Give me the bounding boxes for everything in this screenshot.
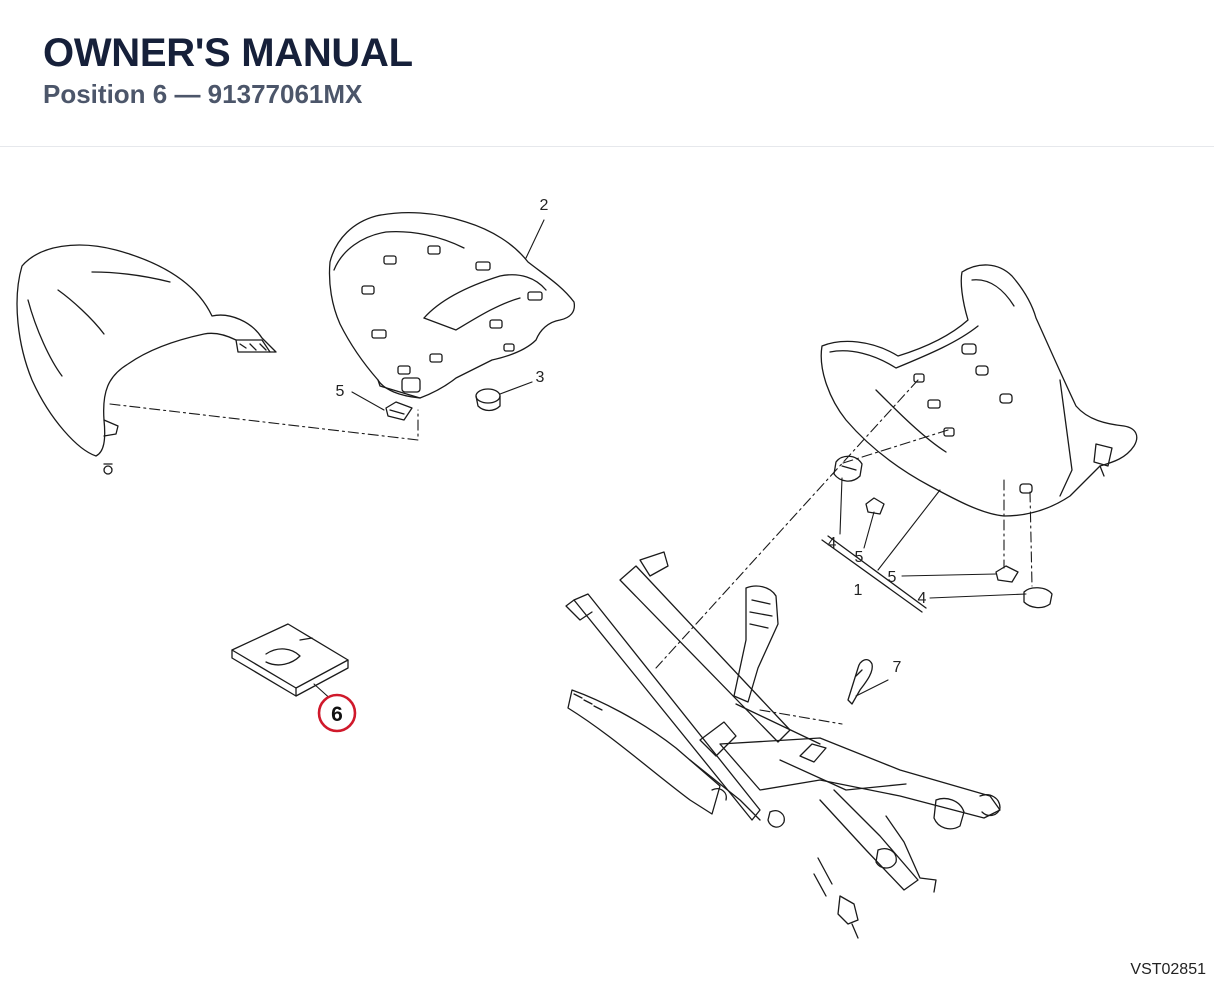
rider-seat-part — [328, 211, 576, 399]
seat-strap-part — [821, 535, 927, 613]
callout-5b: 5 — [855, 549, 864, 566]
highlighted-callout-6: 6 — [317, 693, 357, 733]
seat-cowl-part — [16, 244, 277, 475]
callout-7: 7 — [893, 659, 902, 676]
owners-manual-booklet — [231, 623, 349, 697]
callout-4a: 4 — [828, 535, 837, 552]
page-header: OWNER'S MANUAL Position 6 — 91377061MX — [0, 0, 1214, 147]
callout-2: 2 — [540, 197, 549, 214]
pillion-fasteners — [833, 455, 1053, 609]
highlight-ring — [317, 693, 357, 733]
rear-subframe-part — [565, 551, 1001, 939]
callout-1: 1 — [854, 582, 863, 599]
drawing-code: VST02851 — [1130, 961, 1206, 978]
page-subtitle: Position 6 — 91377061MX — [43, 79, 363, 109]
callout-6: 6 — [331, 703, 343, 726]
assembly-lines-left — [109, 403, 419, 441]
callout-labels: 1 2 3 4 4 5 5 5 7 — [336, 197, 927, 676]
callout-3: 3 — [536, 369, 545, 386]
callout-5c: 5 — [888, 569, 897, 586]
helmet-cable-part — [847, 659, 873, 705]
callout-4b: 4 — [918, 590, 927, 607]
callout-5a: 5 — [336, 383, 345, 400]
assembly-lines-right — [655, 379, 1033, 725]
leader-lines — [313, 219, 1027, 703]
page-title: OWNER'S MANUAL — [43, 31, 413, 75]
pillion-seat-part — [820, 264, 1138, 517]
clip-part — [385, 401, 413, 421]
grommet-part — [475, 388, 501, 412]
